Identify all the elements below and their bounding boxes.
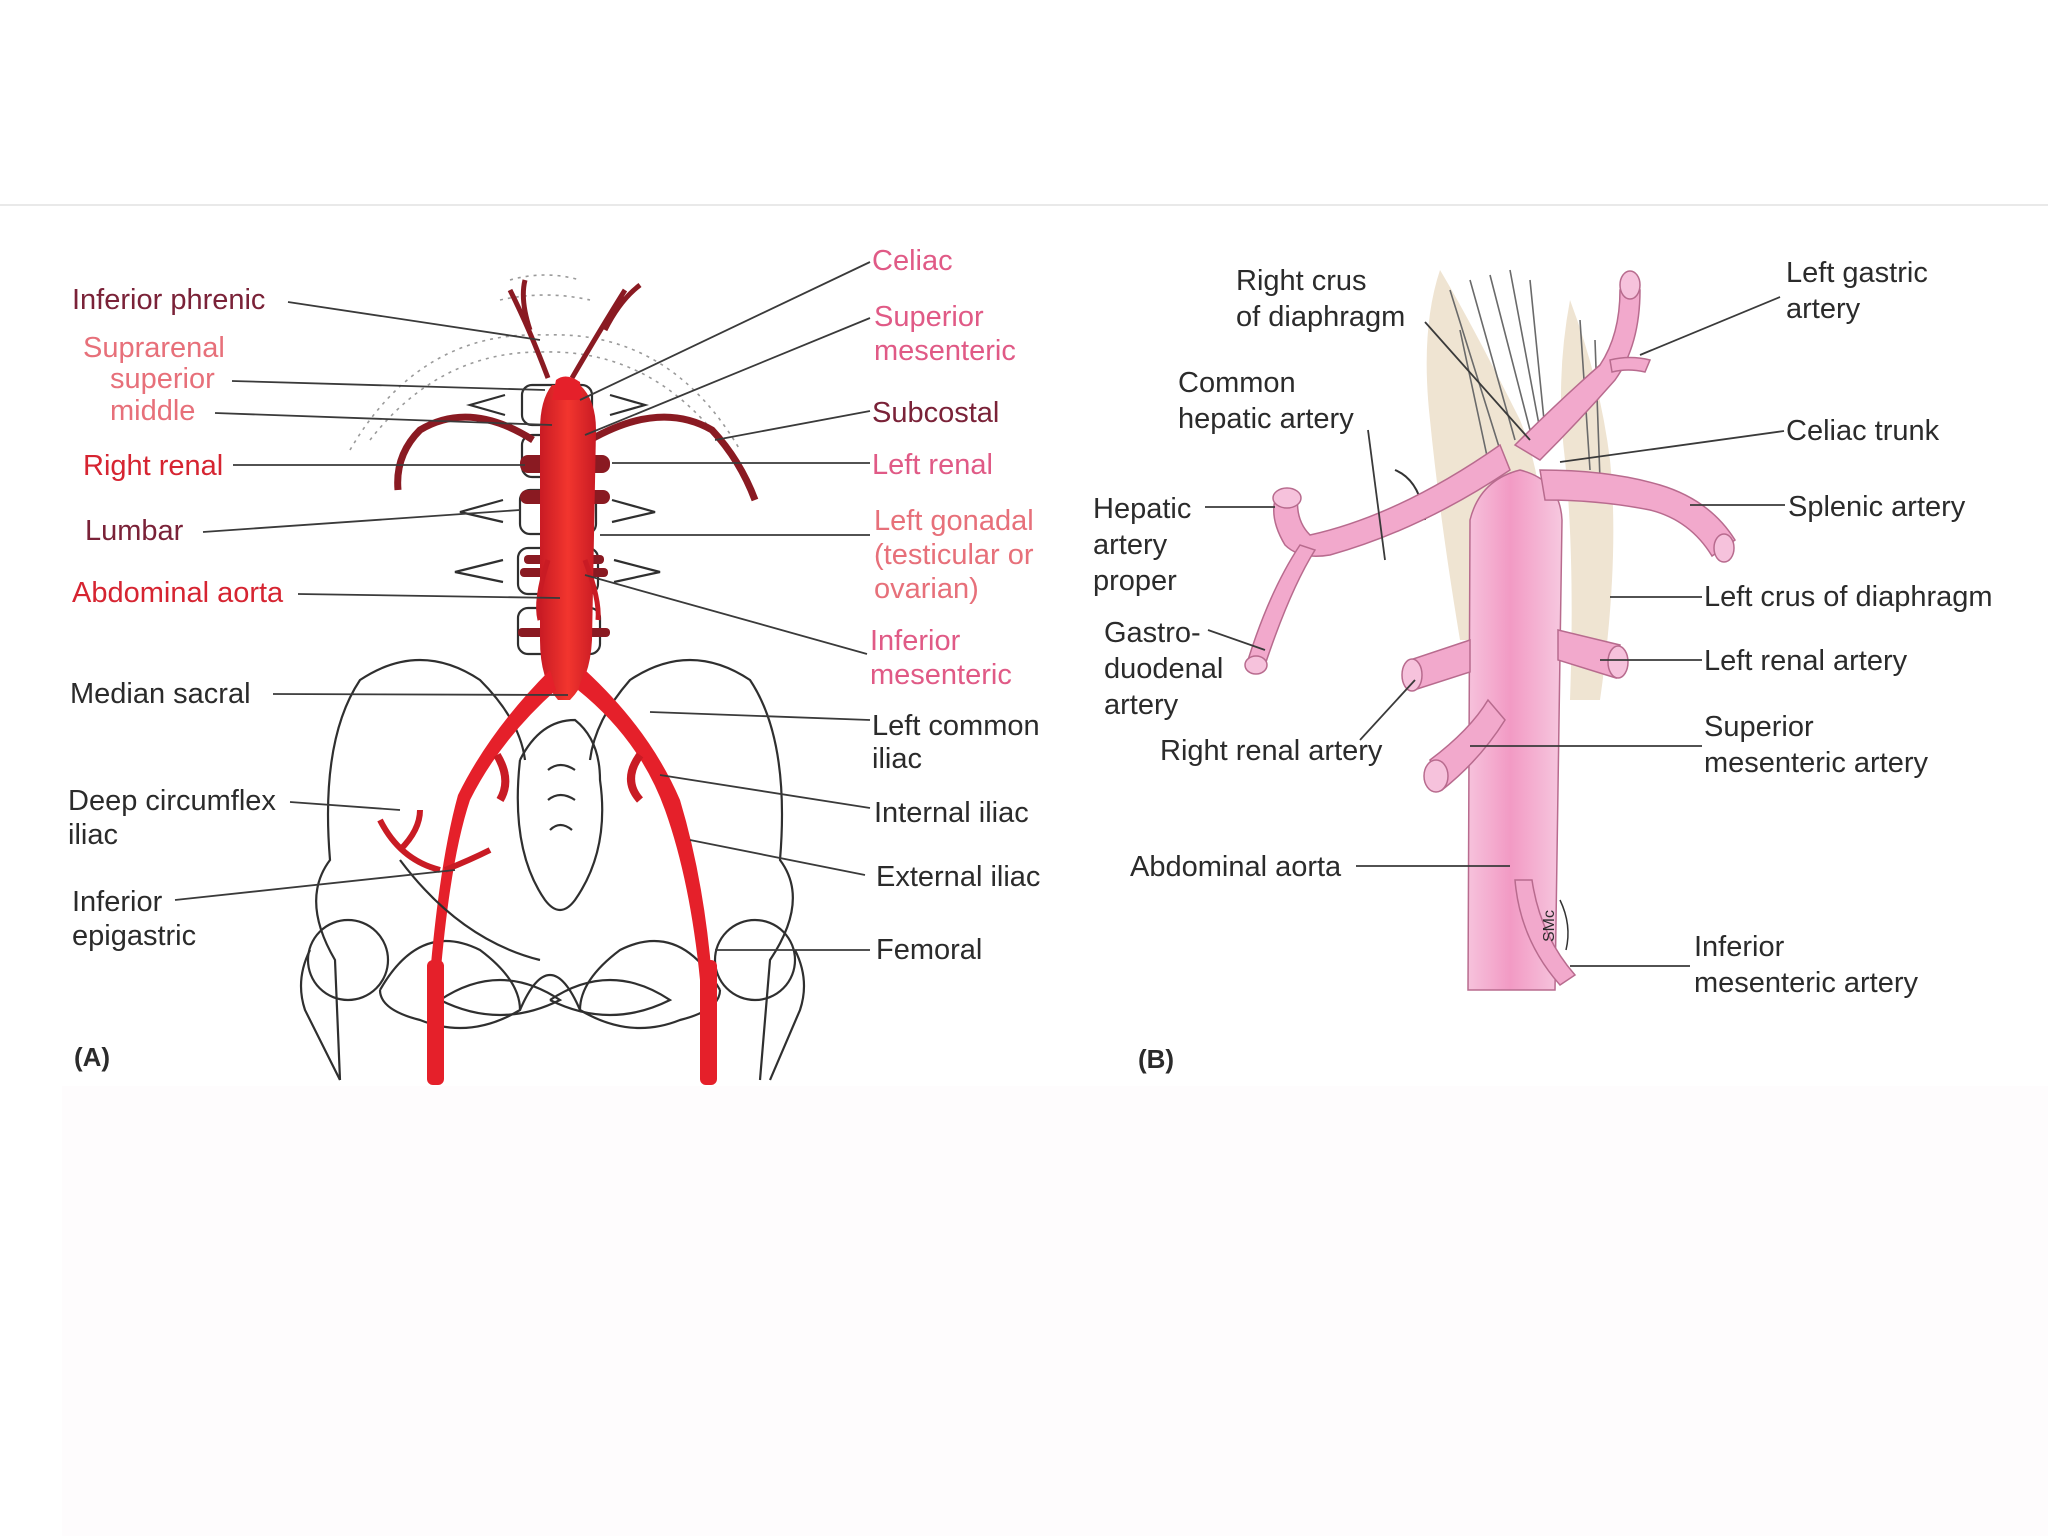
label-inferior-mesenteric: Inferior — [870, 625, 961, 657]
label-sma-b-2: mesenteric artery — [1704, 747, 1929, 779]
illustrator-signature: SMc — [1541, 910, 1558, 942]
panel-b-tag: (B) — [1138, 1044, 1174, 1074]
label-left-gastric: Left gastric — [1786, 257, 1928, 289]
aorta-and-branches — [377, 279, 759, 1085]
label-abdominal-aorta: Abdominal aorta — [72, 577, 284, 609]
label-common-hepatic-2: hepatic artery — [1178, 403, 1354, 435]
label-left-gonadal-2: (testicular or — [874, 539, 1034, 571]
label-splenic: Splenic artery — [1788, 491, 1966, 523]
label-left-renal-b: Left renal artery — [1704, 645, 1908, 677]
label-external-iliac: External iliac — [876, 861, 1040, 893]
panel-b-leaders — [1205, 296, 1785, 967]
label-right-renal-b: Right renal artery — [1160, 735, 1383, 767]
label-superior-mesenteric-2: mesenteric — [874, 335, 1016, 367]
label-right-renal: Right renal — [83, 450, 223, 482]
label-right-crus: Right crus — [1236, 265, 1367, 297]
label-internal-iliac: Internal iliac — [874, 797, 1029, 829]
label-suprarenal-superior: superior — [110, 363, 215, 395]
label-left-gonadal: Left gonadal — [874, 505, 1034, 537]
label-abdominal-aorta-b: Abdominal aorta — [1130, 851, 1342, 883]
label-left-crus: Left crus of diaphragm — [1704, 581, 1993, 613]
label-left-gastric-2: artery — [1786, 293, 1861, 325]
label-right-crus-2: of diaphragm — [1236, 301, 1405, 333]
panel-a-tag: (A) — [74, 1042, 110, 1072]
celiac-branches — [1244, 270, 1737, 675]
panel-b-celiac-trunk-detail: SMc Right crus of diaphragm Left gastric… — [1082, 206, 2048, 1086]
label-inferior-mesenteric-2: mesenteric — [870, 659, 1012, 691]
label-sma-b: Superior — [1704, 711, 1814, 743]
label-subcostal: Subcostal — [872, 397, 999, 429]
label-lumbar: Lumbar — [85, 515, 184, 547]
label-hepatic-proper: Hepatic — [1093, 493, 1191, 525]
label-median-sacral: Median sacral — [70, 678, 251, 710]
label-celiac-trunk: Celiac trunk — [1786, 415, 1940, 447]
label-gastroduodenal-3: artery — [1104, 689, 1179, 721]
label-inferior-epigastric-2: epigastric — [72, 920, 196, 952]
label-gastroduodenal-2: duodenal — [1104, 653, 1223, 685]
label-left-gonadal-3: ovarian) — [874, 573, 979, 605]
label-hepatic-proper-3: proper — [1093, 565, 1177, 597]
panel-a-abdominal-aorta-branches: Inferior phrenic Suprarenal superior mid… — [62, 206, 1082, 1086]
label-superior-mesenteric: Superior — [874, 301, 984, 333]
label-left-renal: Left renal — [872, 449, 993, 481]
panel-a-leaders — [174, 261, 871, 951]
label-left-common-iliac-2: iliac — [872, 743, 922, 775]
label-deep-circumflex-iliac: iliac — [68, 819, 118, 851]
pelvis — [299, 658, 806, 1081]
label-left-common-iliac: Left common — [872, 710, 1040, 742]
label-ima-b: Inferior — [1694, 931, 1785, 963]
panel-b-svg: SMc Right crus of diaphragm Left gastric… — [1093, 257, 1993, 1074]
aorta-b — [1401, 469, 1629, 991]
diaphragm-outline — [349, 274, 741, 451]
label-suprarenal-middle: middle — [110, 395, 195, 427]
label-suprarenal: Suprarenal — [83, 332, 225, 364]
label-ima-b-2: mesenteric artery — [1694, 967, 1919, 999]
label-common-hepatic: Common — [1178, 367, 1296, 399]
label-gastroduodenal: Gastro- — [1104, 617, 1201, 649]
label-femoral: Femoral — [876, 934, 982, 966]
panel-a-svg: Inferior phrenic Suprarenal superior mid… — [68, 245, 1040, 1085]
label-hepatic-proper-2: artery — [1093, 529, 1168, 561]
label-inferior-phrenic: Inferior phrenic — [72, 284, 265, 316]
label-celiac: Celiac — [872, 245, 953, 277]
label-deep-circumflex: Deep circumflex — [68, 785, 276, 817]
label-inferior-epigastric: Inferior — [72, 886, 163, 918]
left-gutter — [0, 206, 62, 1536]
header-band — [0, 0, 2048, 206]
